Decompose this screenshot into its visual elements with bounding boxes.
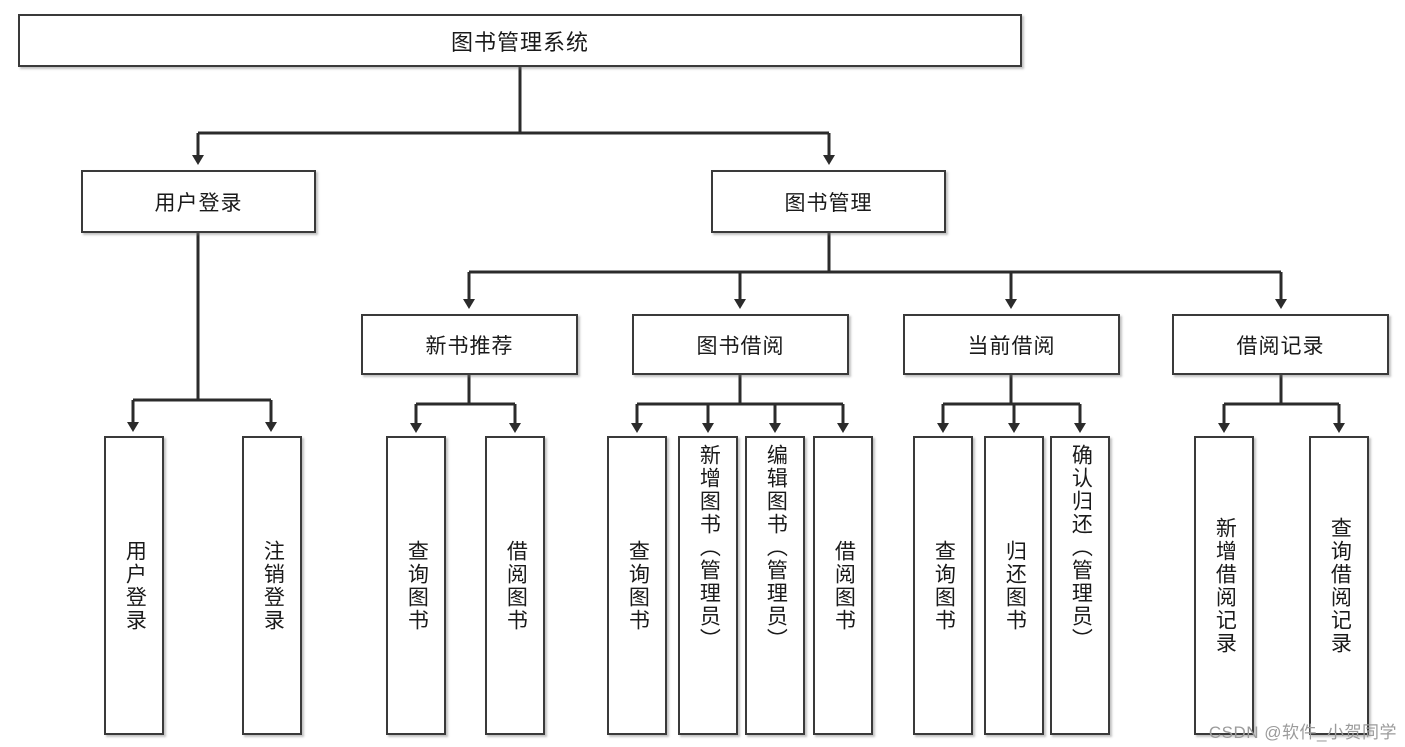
node-new-book-recommend-label: 新书推荐 bbox=[425, 334, 514, 358]
node-leaf-borrow-book-2-label: 借阅图书 bbox=[832, 539, 856, 632]
node-current-borrow[interactable]: 当前借阅 bbox=[903, 314, 1120, 375]
node-leaf-query-record-label: 查询借阅记录 bbox=[1328, 516, 1352, 655]
watermark: CSDN @软件_小贺同学 bbox=[1208, 723, 1397, 742]
node-leaf-query-record[interactable]: 查询借阅记录 bbox=[1309, 436, 1369, 735]
node-leaf-user-login-label: 用户登录 bbox=[123, 539, 147, 632]
node-leaf-query-book-2-label: 查询图书 bbox=[626, 539, 650, 632]
node-borrow-record-label: 借阅记录 bbox=[1236, 334, 1325, 358]
node-leaf-query-book-3-label: 查询图书 bbox=[932, 539, 956, 632]
node-leaf-borrow-book-2[interactable]: 借阅图书 bbox=[813, 436, 873, 735]
node-book-manage-label: 图书管理 bbox=[784, 191, 873, 215]
node-new-book-recommend[interactable]: 新书推荐 bbox=[361, 314, 578, 375]
node-current-borrow-label: 当前借阅 bbox=[967, 334, 1056, 358]
node-leaf-add-record-label: 新增借阅记录 bbox=[1213, 516, 1237, 655]
node-root[interactable]: 图书管理系统 bbox=[18, 14, 1022, 67]
node-borrow-record[interactable]: 借阅记录 bbox=[1172, 314, 1389, 375]
node-leaf-logout-label: 注销登录 bbox=[261, 539, 285, 632]
node-leaf-borrow-book-1-label: 借阅图书 bbox=[504, 539, 528, 632]
node-leaf-user-login[interactable]: 用户登录 bbox=[104, 436, 164, 735]
node-leaf-query-book-1-label: 查询图书 bbox=[405, 539, 429, 632]
node-leaf-query-book-2[interactable]: 查询图书 bbox=[607, 436, 667, 735]
node-book-borrow-label: 图书借阅 bbox=[696, 334, 785, 358]
node-leaf-return-book[interactable]: 归还图书 bbox=[984, 436, 1044, 735]
node-leaf-add-book-label: 新增图书（管理员） bbox=[697, 444, 721, 651]
node-leaf-edit-book[interactable]: 编辑图书（管理员） bbox=[745, 436, 805, 735]
node-leaf-borrow-book-1[interactable]: 借阅图书 bbox=[485, 436, 545, 735]
node-book-borrow[interactable]: 图书借阅 bbox=[632, 314, 849, 375]
node-leaf-confirm-return[interactable]: 确认归还（管理员） bbox=[1050, 436, 1110, 735]
node-leaf-query-book-3[interactable]: 查询图书 bbox=[913, 436, 973, 735]
node-book-manage[interactable]: 图书管理 bbox=[711, 170, 946, 233]
node-leaf-return-book-label: 归还图书 bbox=[1003, 539, 1027, 632]
node-leaf-query-book-1[interactable]: 查询图书 bbox=[386, 436, 446, 735]
node-leaf-add-record[interactable]: 新增借阅记录 bbox=[1194, 436, 1254, 735]
node-leaf-add-book[interactable]: 新增图书（管理员） bbox=[678, 436, 738, 735]
node-user-login[interactable]: 用户登录 bbox=[81, 170, 316, 233]
node-leaf-edit-book-label: 编辑图书（管理员） bbox=[764, 444, 788, 651]
node-leaf-logout[interactable]: 注销登录 bbox=[242, 436, 302, 735]
node-leaf-confirm-return-label: 确认归还（管理员） bbox=[1069, 444, 1093, 651]
node-user-login-label: 用户登录 bbox=[154, 191, 243, 215]
node-root-label: 图书管理系统 bbox=[450, 29, 589, 55]
